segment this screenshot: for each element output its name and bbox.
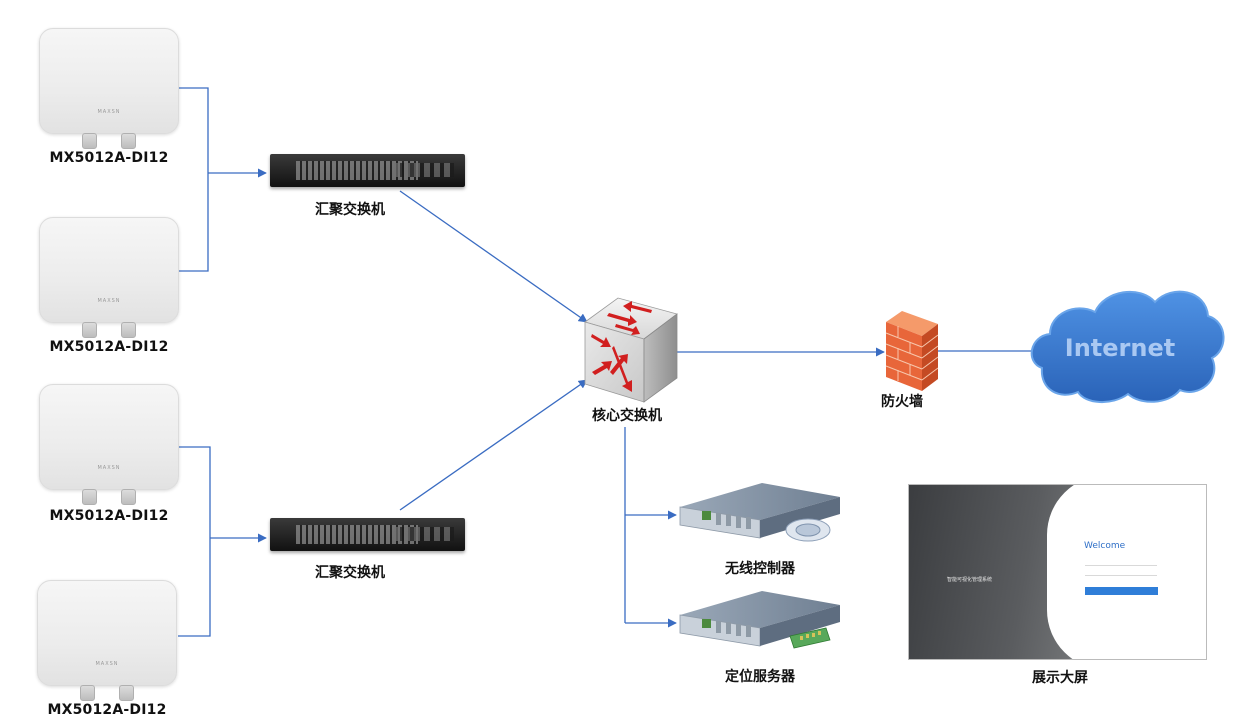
link-ap2-agg-top bbox=[178, 173, 209, 272]
ap-brand-text: MAXSN bbox=[95, 661, 119, 667]
internet-label: Internet bbox=[1064, 334, 1176, 362]
wireless-controller-label: 无线控制器 bbox=[725, 561, 795, 577]
ap-antenna-icon bbox=[82, 322, 97, 338]
ap-brand-text: MAXSN bbox=[97, 109, 121, 115]
ap-brand-text: MAXSN bbox=[97, 298, 121, 304]
display-screen-label: 展示大屏 bbox=[1032, 670, 1088, 686]
switch-ports bbox=[296, 161, 418, 180]
ap-brand-text: MAXSN bbox=[97, 465, 121, 471]
access-point-3: MAXSN bbox=[39, 384, 179, 505]
ap2-label: MX5012A-DI12 bbox=[49, 339, 169, 355]
password-field bbox=[1085, 569, 1157, 576]
link-agg-top-core bbox=[399, 190, 588, 323]
display-screen: 智能可视化管理系统 Welcome bbox=[908, 484, 1207, 660]
ap3-label: MX5012A-DI12 bbox=[49, 508, 169, 524]
ap-antenna-icon bbox=[119, 685, 134, 701]
link-ap4-agg-bottom bbox=[178, 538, 211, 637]
ap-antenna-icon bbox=[121, 133, 136, 149]
switch-uplink-ports bbox=[394, 527, 454, 541]
login-panel bbox=[1047, 485, 1206, 659]
link-ap3-agg-bottom bbox=[178, 446, 211, 538]
switch-ports bbox=[296, 525, 418, 544]
ap-antenna-icon bbox=[121, 489, 136, 505]
ap-antenna-icon bbox=[82, 489, 97, 505]
ap-antenna-icon bbox=[82, 133, 97, 149]
ap4-label: MX5012A-DI12 bbox=[47, 702, 167, 718]
firewall-icon bbox=[885, 311, 939, 391]
firewall-label: 防火墙 bbox=[881, 394, 923, 410]
switch-uplink-ports bbox=[394, 163, 454, 177]
access-point-2: MAXSN bbox=[39, 217, 179, 338]
location-server-label: 定位服务器 bbox=[725, 669, 795, 685]
login-button bbox=[1085, 587, 1158, 595]
aggregation-switch-bottom bbox=[270, 518, 465, 551]
access-point-1: MAXSN bbox=[39, 28, 179, 149]
access-point-4: MAXSN bbox=[37, 580, 177, 701]
core-switch-label: 核心交换机 bbox=[592, 408, 662, 424]
agg-switch-top-label: 汇聚交换机 bbox=[315, 202, 385, 218]
link-agg-bottom-core bbox=[399, 379, 588, 511]
location-server-icon bbox=[679, 591, 840, 649]
agg-switch-bottom-label: 汇聚交换机 bbox=[315, 565, 385, 581]
ap-antenna-icon bbox=[80, 685, 95, 701]
internet-cloud-icon bbox=[1030, 290, 1225, 403]
link-ap1-agg-top bbox=[178, 87, 209, 173]
core-switch-icon bbox=[584, 297, 678, 403]
connection-lines bbox=[178, 87, 1040, 637]
username-field bbox=[1085, 559, 1157, 566]
system-title: 智能可视化管理系统 bbox=[947, 577, 993, 583]
wireless-controller-icon bbox=[679, 483, 840, 542]
ap-antenna-icon bbox=[121, 322, 136, 338]
aggregation-switch-top bbox=[270, 154, 465, 187]
ap1-label: MX5012A-DI12 bbox=[49, 150, 169, 166]
welcome-text: Welcome bbox=[1084, 541, 1126, 551]
